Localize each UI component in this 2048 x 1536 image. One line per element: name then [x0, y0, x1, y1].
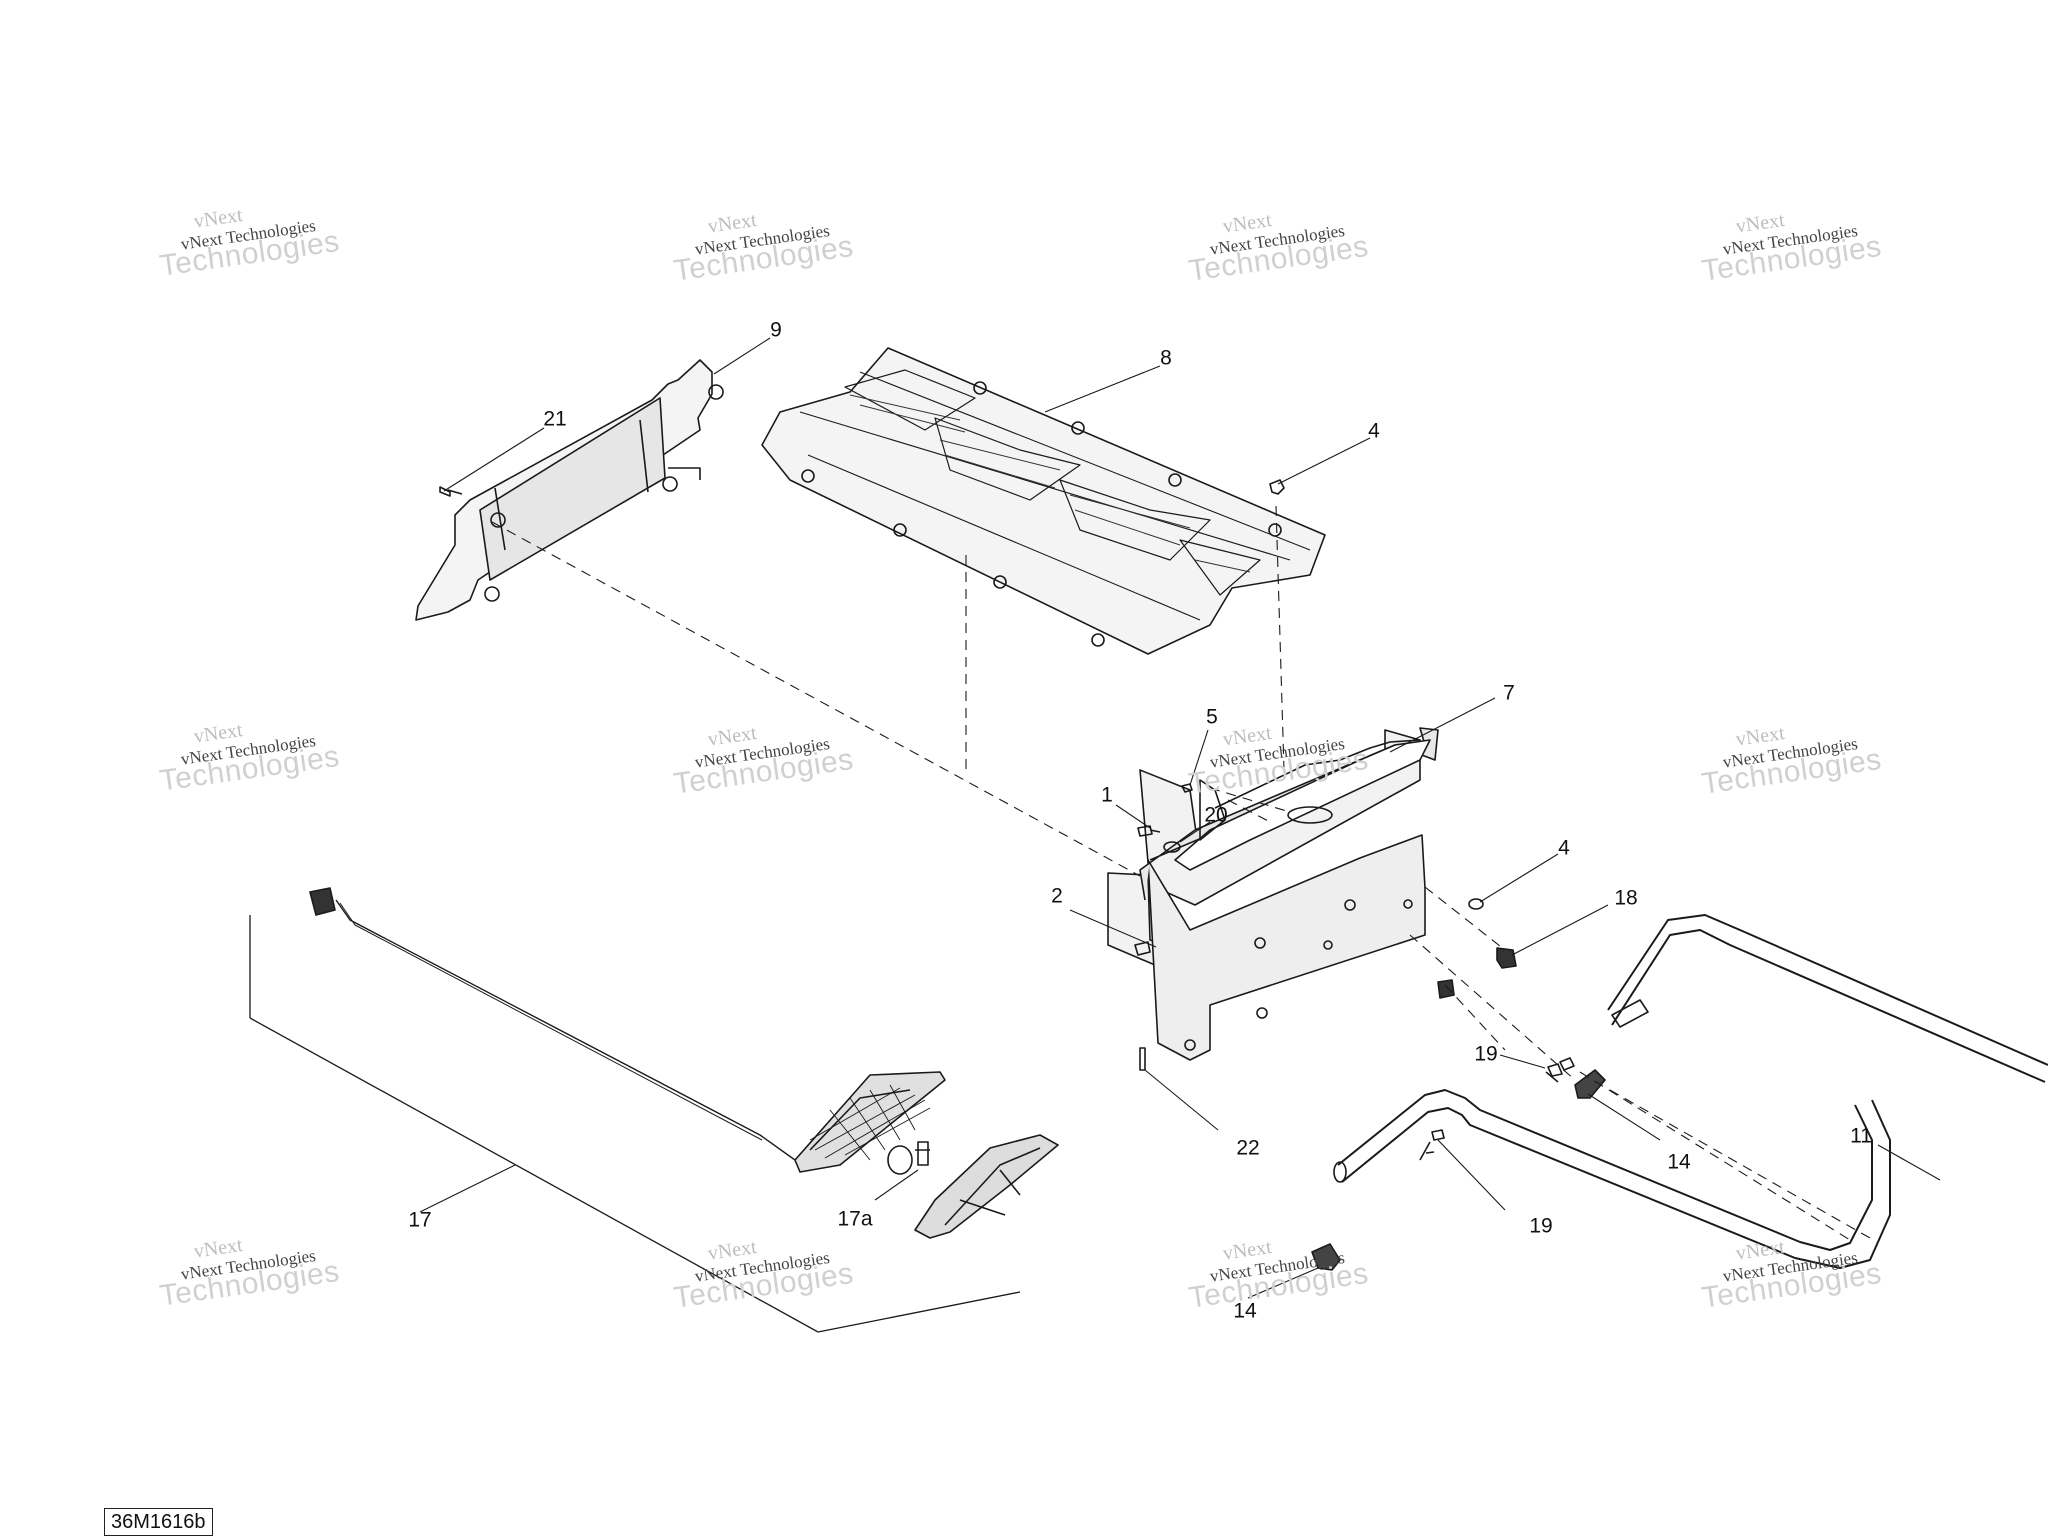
part-11-bar — [1333, 914, 2048, 1269]
callout-5: 5 — [1206, 705, 1218, 729]
part-8-cover — [761, 347, 1326, 655]
assembly-lines — [491, 505, 1871, 1241]
callout-4: 4 — [1368, 419, 1380, 443]
callout-11: 11 — [1850, 1124, 1872, 1148]
assembly-bracket-17 — [249, 915, 1021, 1333]
part-9-side-bracket — [415, 359, 724, 621]
callout-22: 22 — [1236, 1136, 1260, 1160]
callout-9: 9 — [770, 318, 782, 342]
callout-8: 8 — [1160, 346, 1172, 370]
hardware — [439, 479, 1606, 1271]
part-17-harness — [309, 887, 1059, 1239]
callout-2: 2 — [1051, 884, 1063, 908]
drawing-code-label: 36M1616b — [104, 1508, 213, 1536]
callout-21: 21 — [543, 407, 567, 431]
callout-4: 4 — [1558, 836, 1570, 860]
callout-14: 14 — [1233, 1299, 1257, 1323]
callout-17a: 17a — [837, 1207, 873, 1231]
leader-lines — [419, 337, 1941, 1299]
callout-17: 17 — [408, 1208, 432, 1232]
callout-19: 19 — [1529, 1214, 1553, 1238]
callout-1: 1 — [1101, 783, 1113, 807]
callout-18: 18 — [1614, 886, 1638, 910]
callout-14: 14 — [1667, 1150, 1691, 1174]
callout-7: 7 — [1503, 681, 1515, 705]
callout-19: 19 — [1474, 1042, 1498, 1066]
part-7-tray — [1107, 727, 1439, 1061]
callout-20: 20 — [1204, 803, 1228, 827]
